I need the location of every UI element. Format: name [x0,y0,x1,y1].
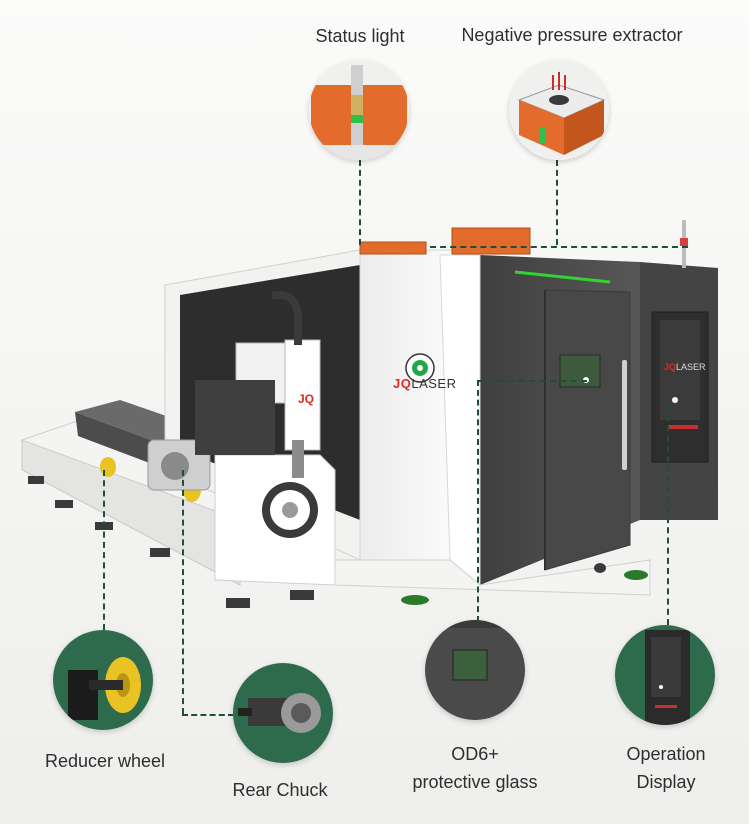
protective-glass-detail [425,620,525,720]
protective-glass-label-line1: OD6+ [451,744,499,764]
status-light-detail [309,60,409,160]
panel-brand-mark: JQ [664,362,677,372]
protective-glass-label-line2: protective glass [412,772,538,792]
chuck-brand-logo: JQ [298,392,314,406]
rear-chuck-label: Rear Chuck [232,780,328,800]
extractor-detail [509,60,609,160]
extractor-label: Negative pressure extractor [461,25,683,45]
operation-display-detail [615,625,715,725]
reducer-wheel-detail-circle [53,630,153,730]
panel-brand-text: LASER [676,362,706,372]
reducer-wheel-leader [103,470,105,630]
reducer-wheel-label: Reducer wheel [44,751,166,771]
glass-leader-h [477,380,587,382]
glass-leader-v [477,380,479,622]
operation-display-label-line1: Operation [626,744,706,764]
reducer-wheel-detail [53,630,153,730]
operation-display-detail-circle [615,625,715,725]
rear-chuck-leader-v [182,470,184,714]
operation-display-label-line2: Display [636,772,696,792]
jq-logo-badge [405,353,435,383]
display-leader [667,405,669,625]
extractor-leader [556,160,558,245]
brand-text: LASER [411,376,457,391]
machine-brand-logo: JQLASER [393,376,456,391]
status-light-leader [359,160,361,245]
protective-glass-detail-circle [425,620,525,720]
rear-chuck-leader-h [182,714,234,716]
head-brand-mark: JQ [298,392,315,406]
status-light-detail-circle [309,60,409,160]
rear-chuck-detail-circle [233,663,333,763]
rear-chuck-detail [233,663,333,763]
brand-mark: JQ [393,376,412,391]
status-light-label: Status light [315,26,405,46]
top-horizontal-leader [430,246,688,248]
extractor-detail-circle [509,60,609,160]
control-panel-logo: JQLASER [664,362,706,372]
